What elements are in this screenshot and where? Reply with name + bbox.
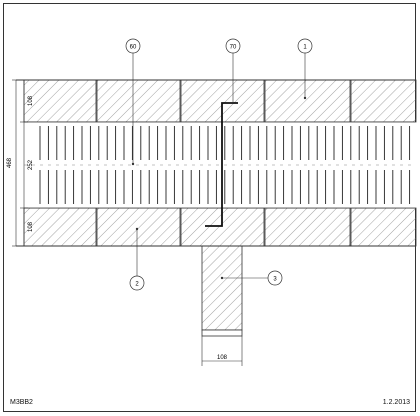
wall-tie-anchor [205, 102, 238, 227]
dim-total-height: 468 [7, 157, 13, 168]
callout-3-label: 3 [273, 277, 277, 283]
masonry-block [96, 79, 181, 123]
callout-1: 1 [297, 38, 313, 100]
column-dimension-lines [201, 336, 243, 366]
masonry-block [350, 79, 417, 123]
dim-bottom-layer: 108 [28, 221, 34, 232]
dim-middle-layer: 252 [28, 159, 34, 170]
top-block-row [23, 79, 417, 123]
drawing-code: M3BB2 [10, 399, 33, 406]
left-dimension-lines [12, 79, 28, 247]
callout-70: 70 [225, 38, 241, 103]
masonry-block [350, 207, 417, 247]
callout-3: 3 [220, 270, 283, 286]
callout-60-label: 60 [130, 45, 137, 51]
masonry-block [264, 79, 351, 123]
callout-2: 2 [129, 227, 145, 291]
dim-column-width: 108 [217, 355, 228, 361]
masonry-block [96, 207, 181, 247]
insulation-ticks [39, 126, 411, 204]
column-element [201, 245, 243, 337]
masonry-block [264, 207, 351, 247]
drawing-date: 1.2.2013 [382, 399, 410, 406]
callout-2-label: 2 [135, 282, 139, 288]
masonry-block [23, 79, 97, 123]
callout-1-label: 1 [303, 45, 307, 51]
dim-top-layer: 108 [28, 95, 34, 106]
callout-60: 60 [125, 38, 141, 166]
masonry-block [23, 207, 97, 247]
middle-insulation-layer [24, 121, 416, 209]
bottom-block-row [23, 207, 417, 247]
callout-70-label: 70 [230, 45, 237, 51]
